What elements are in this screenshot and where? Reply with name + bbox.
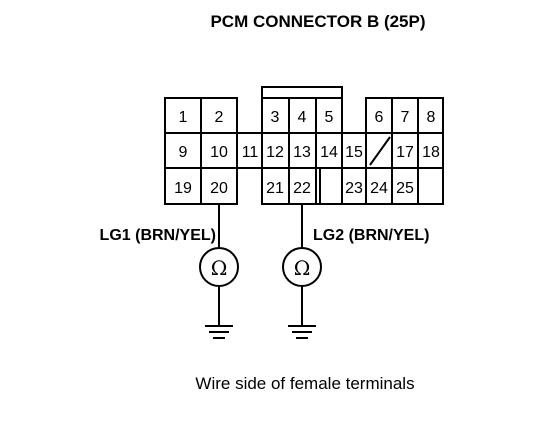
pin-24: 24 <box>370 180 388 197</box>
pin-5: 5 <box>325 109 334 126</box>
pin-11: 11 <box>242 144 259 161</box>
pin-19: 19 <box>174 180 192 197</box>
diagram-title: PCM CONNECTOR B (25P) <box>210 12 425 31</box>
pin-14: 14 <box>320 144 338 161</box>
pin-23: 23 <box>345 180 363 197</box>
pin-18: 18 <box>422 144 440 161</box>
pin-4: 4 <box>298 109 307 126</box>
pin-10: 10 <box>210 144 228 161</box>
cell-23-box <box>341 167 367 205</box>
pin-22: 22 <box>293 180 311 197</box>
pin-20: 20 <box>210 180 228 197</box>
cell-grid <box>165 97 443 205</box>
blank-slot-16 <box>369 136 391 166</box>
meter-1: LG1 (BRN/YEL) Ω <box>100 204 239 339</box>
pin-15: 15 <box>345 144 363 161</box>
ground-1-icon <box>205 325 233 339</box>
ohm-symbol-1: Ω <box>211 256 228 280</box>
pin-8: 8 <box>427 109 436 126</box>
pin-labels: 1 2 3 4 5 6 7 8 9 10 11 12 13 14 15 17 1… <box>174 109 440 197</box>
pin-9: 9 <box>179 144 188 161</box>
pin-6: 6 <box>375 109 384 126</box>
ground-2-icon <box>288 325 316 339</box>
diagram-caption: Wire side of female terminals <box>195 374 414 393</box>
pin-12: 12 <box>266 144 284 161</box>
pin-21: 21 <box>266 180 284 197</box>
connector-housing <box>164 86 444 205</box>
center-row <box>236 132 444 169</box>
pin-25: 25 <box>396 180 414 197</box>
pin-17: 17 <box>396 144 414 161</box>
meter-2-label: LG2 (BRN/YEL) <box>313 227 429 244</box>
ohm-symbol-2: Ω <box>294 256 311 280</box>
pin-1: 1 <box>179 109 188 126</box>
meter-1-label: LG1 (BRN/YEL) <box>100 227 216 244</box>
pin-13: 13 <box>293 144 311 161</box>
pin-3: 3 <box>271 109 280 126</box>
pin-2: 2 <box>215 109 224 126</box>
meter-2: LG2 (BRN/YEL) Ω <box>282 204 429 339</box>
pin-7: 7 <box>401 109 410 126</box>
